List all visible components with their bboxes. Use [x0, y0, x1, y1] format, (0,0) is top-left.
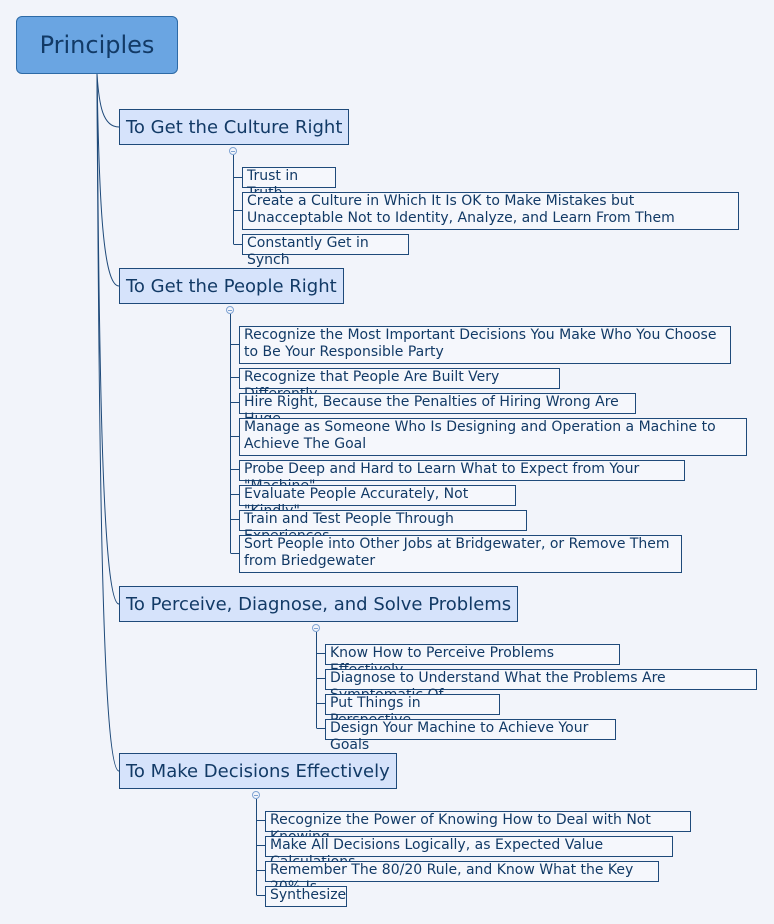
- subtopic-important-decisions[interactable]: Recognize the Most Important Decisions Y…: [239, 326, 731, 364]
- root-to-topic-connector: [96, 73, 120, 605]
- topic-people[interactable]: To Get the People Right: [119, 268, 344, 304]
- root-to-topic-connector: [96, 73, 120, 287]
- subtopic-perspective[interactable]: Put Things in Perspective: [325, 694, 500, 728]
- root-to-topic-connector: [96, 73, 120, 128]
- subtopic-probe-deep[interactable]: Probe Deep and Hard to Learn What to Exp…: [239, 460, 685, 494]
- subtopic-perceive-problems[interactable]: Know How to Perceive Problems Effectivel…: [325, 644, 620, 678]
- topic-culture[interactable]: To Get the Culture Right: [119, 109, 350, 145]
- subtopic-sort-people[interactable]: Sort People into Other Jobs at Bridgewat…: [239, 535, 682, 573]
- root-to-topic-connector: [96, 73, 120, 772]
- subtopic-evaluate-people[interactable]: Evaluate People Accurately, Not "Kindly": [239, 485, 516, 519]
- subtopic-manage-machine[interactable]: Manage as Someone Who Is Designing and O…: [239, 418, 747, 456]
- subtopic-train-and-test[interactable]: Train and Test People Through Experience…: [239, 510, 527, 544]
- subtopic-built-differently[interactable]: Recognize that People Are Built Very Dif…: [239, 368, 560, 402]
- subtopic-get-in-synch[interactable]: Constantly Get in Synch: [242, 234, 409, 268]
- subtopic-diagnose[interactable]: Diagnose to Understand What the Problems…: [325, 669, 757, 703]
- collapse-icon[interactable]: [226, 306, 234, 314]
- topic-problems[interactable]: To Perceive, Diagnose, and Solve Problem…: [119, 586, 519, 622]
- subtopic-trust-in-truth[interactable]: Trust in Truth: [242, 167, 336, 201]
- subtopic-ok-to-make-mistakes[interactable]: Create a Culture in Which It Is OK to Ma…: [242, 192, 739, 230]
- subtopic-expected-value[interactable]: Make All Decisions Logically, as Expecte…: [265, 836, 673, 870]
- collapse-icon[interactable]: [252, 791, 260, 799]
- subtopic-80-20-rule[interactable]: Remember The 80/20 Rule, and Know What t…: [265, 861, 659, 895]
- subtopic-hire-right[interactable]: Hire Right, Because the Penalties of Hir…: [239, 393, 636, 427]
- root-node[interactable]: Principles: [16, 16, 178, 74]
- subtopic-synthesize[interactable]: Synthesize: [265, 886, 347, 907]
- topic-decisions[interactable]: To Make Decisions Effectively: [119, 753, 397, 789]
- collapse-icon[interactable]: [229, 147, 237, 155]
- subtopic-not-knowing[interactable]: Recognize the Power of Knowing How to De…: [265, 811, 691, 845]
- collapse-icon[interactable]: [312, 624, 320, 632]
- subtopic-design-machine[interactable]: Design Your Machine to Achieve Your Goal…: [325, 719, 616, 753]
